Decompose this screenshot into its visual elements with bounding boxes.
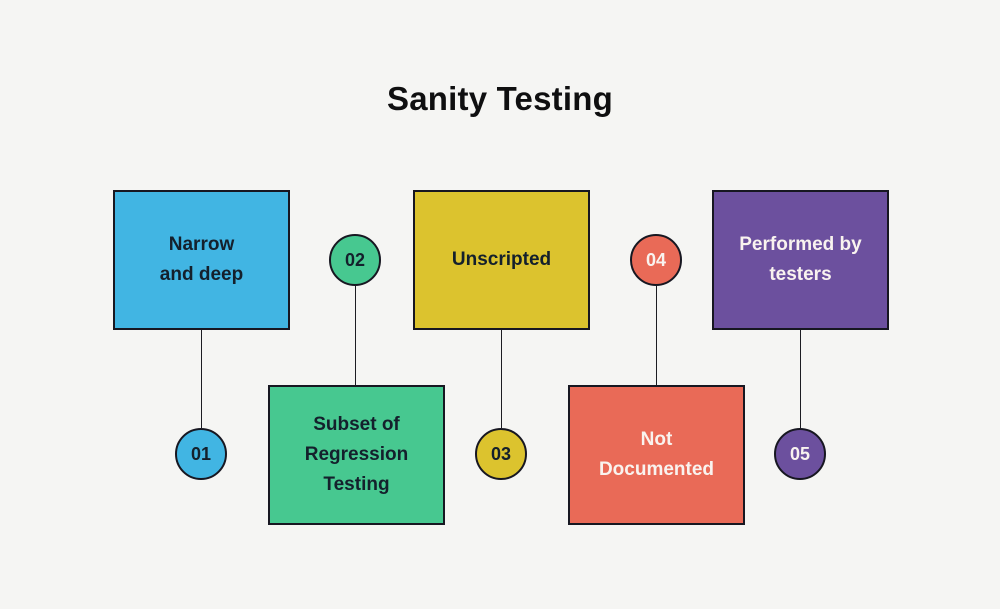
connector-line (500, 330, 502, 428)
topic-box: Not Documented (568, 385, 745, 525)
connector-line (200, 330, 202, 428)
topic-box: Performed by testers (712, 190, 889, 330)
topic-box: Subset of Regression Testing (268, 385, 445, 525)
step-number-circle: 03 (475, 428, 527, 480)
connector-line (799, 330, 801, 428)
topic-box: Unscripted (413, 190, 590, 330)
step-number-circle: 05 (774, 428, 826, 480)
diagram-title: Sanity Testing (387, 80, 613, 117)
step-number-circle: 02 (329, 234, 381, 286)
topic-box: Narrow and deep (113, 190, 290, 330)
connector-line (354, 286, 356, 385)
step-number-circle: 04 (630, 234, 682, 286)
step-number-circle: 01 (175, 428, 227, 480)
connector-line (655, 286, 657, 385)
